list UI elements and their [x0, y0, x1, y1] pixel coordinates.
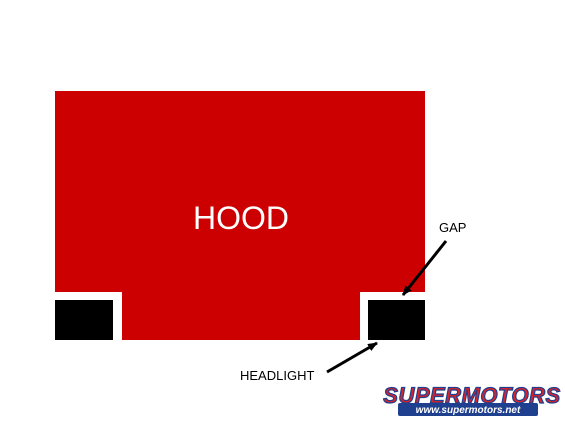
headlight-left	[55, 300, 113, 340]
gap-label: GAP	[439, 220, 466, 235]
gap-arrow	[401, 240, 448, 296]
hood-panel	[55, 91, 425, 340]
headlight-label: HEADLIGHT	[240, 368, 314, 383]
watermark-logo-text: SUPERMOTORS	[383, 383, 560, 408]
supermotors-watermark: SUPERMOTORS www.supermotors.net	[383, 382, 561, 416]
watermark-url-banner	[398, 403, 538, 416]
hood-label: HOOD	[193, 200, 289, 236]
watermark-url: www.supermotors.net	[416, 405, 521, 416]
headlight-arrow	[326, 341, 378, 374]
headlight-right	[368, 300, 425, 340]
